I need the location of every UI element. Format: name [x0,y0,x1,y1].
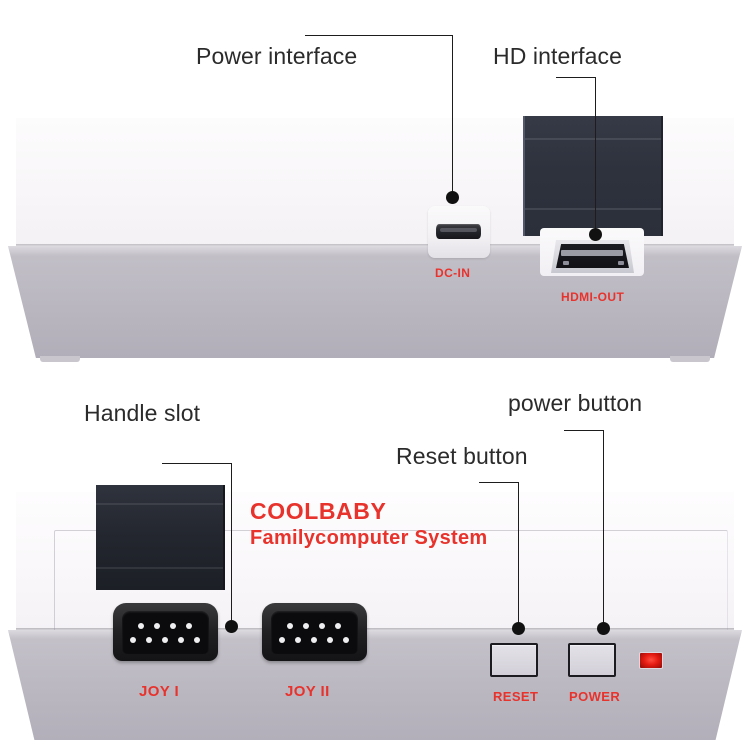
console-foot-right-rear [670,356,710,362]
leader-hd-interface-horizontal [556,77,596,78]
dc-in-label: DC-IN [435,266,471,280]
hdmi-out-contact-bar [561,250,623,256]
leader-reset-button-horizontal [479,482,519,483]
joy-1-port[interactable] [113,603,218,661]
callout-handle-slot: Handle slot [84,400,201,426]
reset-button[interactable] [490,643,538,677]
leader-power-button-vertical [603,430,604,627]
power-button-label: POWER [569,689,621,704]
cartridge-slot-rear [523,116,663,236]
hdmi-out-pin [563,261,569,265]
console-base-highlight-front [8,630,742,639]
leader-power-button-horizontal [564,430,604,431]
console-shell-inset-panel [54,530,728,643]
leader-power-interface-vertical [452,35,453,196]
handle-slot[interactable] [96,485,225,590]
joy-1-label: JOY I [139,683,180,700]
joy-2-port[interactable] [262,603,367,661]
leader-power-interface-horizontal [305,35,453,36]
leader-dot-reset-button [512,622,525,635]
hdmi-out-label: HDMI-OUT [561,290,625,304]
callout-power-button: power button [508,390,643,416]
power-button[interactable] [568,643,616,677]
power-led-indicator [639,652,663,669]
console-foot-left-rear [40,356,80,362]
reset-button-label: RESET [493,689,539,704]
callout-reset-button: Reset button [396,443,528,469]
leader-dot-power-button [597,622,610,635]
brand-name: COOLBABY [250,498,387,524]
brand-model-line: Familycomputer System [250,527,488,549]
joy-2-port-cavity [271,611,358,654]
hdmi-out-pin [618,261,624,265]
dc-in-port[interactable] [436,224,481,239]
leader-dot-hd-interface [589,228,602,241]
callout-hd-interface: HD interface [493,43,623,69]
callout-power-interface: Power interface [196,43,358,69]
leader-handle-slot-horizontal [162,463,232,464]
joy-1-port-cavity [122,611,209,654]
console-base-highlight-rear [8,246,742,256]
leader-dot-power-interface [446,191,459,204]
leader-dot-handle-slot [225,620,238,633]
leader-handle-slot-vertical [231,463,232,625]
joy-2-label: JOY II [285,683,330,700]
leader-reset-button-vertical [518,482,519,627]
leader-hd-interface-vertical [595,77,596,233]
